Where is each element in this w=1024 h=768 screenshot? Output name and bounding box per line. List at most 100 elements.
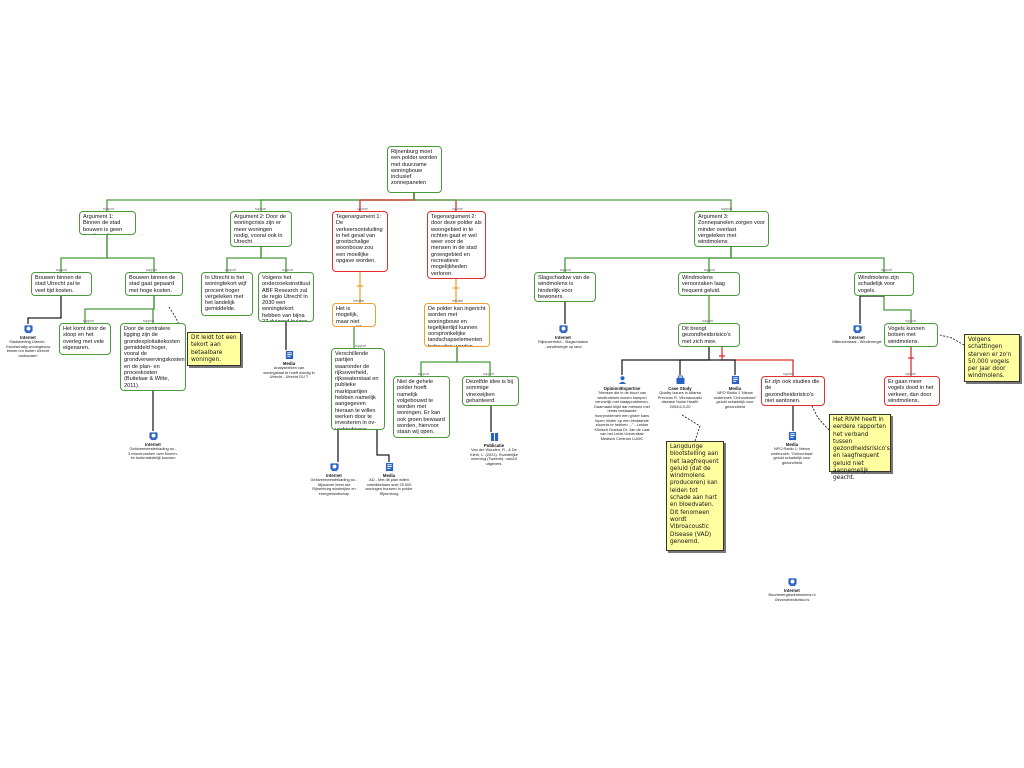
- tag-rebuttal: rebuttal: [353, 299, 364, 303]
- claim-building-costs[interactable]: Bouwen binnen de stad gaat gepaard met h…: [125, 272, 183, 296]
- book-icon: [490, 432, 498, 442]
- claim-bird-collisions[interactable]: Vogels kunnen botsen met windmolens.: [884, 323, 938, 347]
- claim-ov-investments[interactable]: Verschillende partijen waaronder de rijk…: [331, 348, 385, 430]
- source-kind: Media: [282, 361, 296, 366]
- claim-building-time[interactable]: Bouwen binnen de stad Utrecht zal te vee…: [31, 272, 92, 296]
- source-text: Quality Issues in Atlanta Precious R. Vi…: [657, 390, 703, 409]
- claim-vinex-text: Dezelfde idee is bij sommige vinexwijken…: [466, 379, 513, 404]
- claim-partial-building[interactable]: Niet de gehele polder hoeft namelijk vol…: [393, 376, 450, 438]
- source-text: Geldvermeesterkading.nu - Nijssiezer lee…: [310, 477, 358, 496]
- source-text: Van der Wouden, R., & De Klerk, L. (2021…: [470, 447, 518, 466]
- note-link: [681, 414, 701, 442]
- link-line: [883, 296, 912, 323]
- source-text: Stadsbelang Utrecht - Grootschalig wonin…: [5, 339, 51, 358]
- tag-oppose: oppose: [452, 207, 463, 211]
- source-text: Analyseleken van woningstaat te hoeft wo…: [263, 365, 315, 380]
- tag-support: support: [905, 319, 916, 323]
- expert-icon: [618, 376, 626, 385]
- tag-support: support: [146, 268, 157, 272]
- source-text: Buurtenergiewindmolens.nl Gezondheidsris…: [768, 592, 816, 602]
- claim-ov-investments-text: Verschillende partijen waaronder de rijk…: [335, 351, 379, 430]
- claim-vinex[interactable]: Dezelfde idee is bij sommige vinexwijken…: [462, 376, 519, 406]
- argument-2[interactable]: Argument 2: Door de woningcrisis zijn er…: [230, 211, 292, 247]
- internet-icon: [23, 325, 33, 334]
- link-line: [60, 235, 108, 272]
- rebuttal-green-space[interactable]: De polder kan ingericht worden met wonin…: [424, 303, 490, 347]
- source-text: "Mensen die in de buurt van windturbines…: [594, 390, 650, 441]
- claim-abf-research[interactable]: Volgens het onderzoeksinstituut ABF Rese…: [258, 272, 314, 322]
- claim-demolition[interactable]: Het komt door de sloop en het overleg me…: [59, 323, 111, 355]
- tag-support: support: [143, 319, 154, 323]
- claim-bird-collisions-text: Vogels kunnen botsen met windmolens.: [888, 326, 925, 345]
- source-kind: Internet: [326, 473, 342, 478]
- internet-icon: [148, 432, 158, 441]
- claim-building-time-text: Bouwen binnen de stad Utrecht zal te vee…: [35, 275, 82, 294]
- claim-birds-harm-text: Windmolens zijn schadelijk voor vogels.: [858, 275, 899, 294]
- claim-housing-shortage[interactable]: In Utrecht is het woningtekort wijf proc…: [201, 272, 253, 316]
- counter-argument-1[interactable]: Tegenargument 1: De verkeersontsluiting …: [332, 211, 388, 272]
- evidence-link: [679, 359, 709, 375]
- media-icon: [285, 350, 293, 360]
- argument-2-text: Argument 2: Door de woningcrisis zijn er…: [234, 214, 286, 246]
- counter-argument-2[interactable]: Tegenargument 2: door deze polder als wo…: [427, 211, 486, 279]
- oppose-link: [721, 347, 794, 376]
- note-link: [939, 334, 965, 346]
- counter-argument-1-text: Tegenargument 1: De verkeersontsluiting …: [336, 214, 383, 265]
- argument-1-text: Argument 1: Binnen de stad bouwen is gee…: [83, 214, 123, 234]
- link-line: [456, 347, 491, 376]
- media-icon: [731, 375, 739, 385]
- source-kind: Internet: [20, 335, 36, 340]
- source-text: Milieucentraal - Windenergie: [832, 339, 882, 344]
- evidence-link: [621, 347, 710, 375]
- counter-health-studies[interactable]: Er zijn ook studies die de gezondheidsri…: [761, 376, 825, 406]
- source-kind: Media: [728, 386, 742, 391]
- tag-support: support: [83, 319, 94, 323]
- rebuttal-traffic-text: Het is mogelijk, maar niet onmogelijk.: [336, 306, 364, 326]
- claim-low-frequency[interactable]: Windmolens veroorzaken laag frequent gel…: [678, 272, 740, 296]
- source-text: Geldvermeesterkading.nu - 3 misvervanken…: [128, 446, 178, 461]
- tag-support: support: [255, 207, 266, 211]
- argument-3[interactable]: Argument 3: Zonnepanelen zorgen voor min…: [694, 211, 769, 247]
- claim-shadow[interactable]: Slagschaduw van de windmolens is hinderl…: [534, 272, 596, 302]
- claim-birds-harm[interactable]: Windmolens zijn schadelijk voor vogels.: [854, 272, 914, 296]
- link-line: [152, 296, 155, 323]
- counter-traffic-birds[interactable]: Er gaan meer vogels dood in het verkeer,…: [884, 376, 940, 406]
- link-line: [359, 193, 415, 211]
- link-line: [106, 235, 155, 272]
- main-claim[interactable]: Rijnenburg moet een polder worden met du…: [387, 146, 442, 193]
- link-line: [413, 193, 732, 211]
- source-expertise[interactable]: Opinion/Expertise"Mensen die in de buurt…: [594, 375, 650, 442]
- tag-support: support: [704, 268, 715, 272]
- claim-partial-building-text: Niet de gehele polder hoeft namelijk vol…: [397, 379, 445, 436]
- rebuttal-traffic[interactable]: Het is mogelijk, maar niet onmogelijk.: [332, 303, 376, 327]
- note-link: [811, 405, 830, 431]
- counter-health-studies-text: Er zijn ook studies die de gezondheidsri…: [765, 379, 820, 404]
- note-vad: Langdurige blootstelling aan het laagfre…: [666, 441, 724, 551]
- counter-argument-2-text: Tegenargument 2: door deze polder als wo…: [431, 214, 482, 277]
- evidence-link: [27, 296, 62, 324]
- claim-central-location[interactable]: Door de centralere ligging zijn de grond…: [120, 323, 186, 391]
- rebuttal-green-space-text: De polder kan ingericht worden met wonin…: [428, 306, 486, 347]
- source-kind: Publicatie: [483, 443, 505, 448]
- claim-health-risks[interactable]: Dit brengt gezondheidsrisico's met zich …: [678, 323, 740, 347]
- claim-central-location-text: Door de centralere ligging zijn de grond…: [124, 326, 185, 389]
- argument-1[interactable]: Argument 1: Binnen de stad bouwen is gee…: [79, 211, 136, 235]
- media-icon: [385, 462, 393, 472]
- tag-oppose: oppose: [357, 207, 368, 211]
- internet-icon: [558, 325, 568, 334]
- source-text: Rijksoverheid - Slagschaduw - windenergi…: [538, 339, 588, 349]
- source-text: AD - Met dit plan willen ontwikkelaars s…: [365, 477, 413, 496]
- source-kind: Media: [785, 442, 799, 447]
